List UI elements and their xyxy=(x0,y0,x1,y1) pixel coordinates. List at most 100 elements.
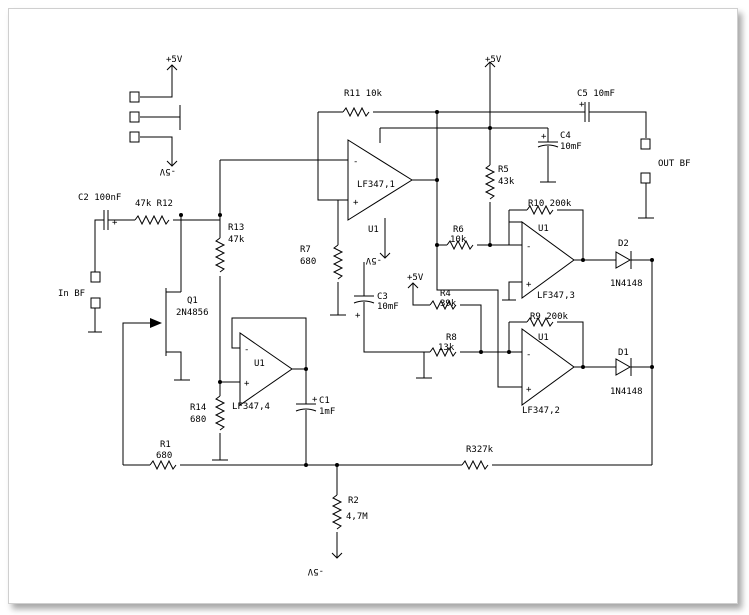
supply-pad-3 xyxy=(129,131,140,143)
opamp-u1-2 xyxy=(507,316,616,406)
u1-4-name: U1 xyxy=(254,359,265,369)
supply-pad-1 xyxy=(129,91,140,103)
c1-name: C1 xyxy=(319,396,330,406)
minus-u1-3: - xyxy=(526,242,531,252)
vminus-bottom: -5V xyxy=(307,566,324,576)
r1-val: 680 xyxy=(156,451,172,461)
c4-capacitor xyxy=(537,128,559,183)
r6-name: R6 xyxy=(453,225,464,235)
bottom-rail xyxy=(123,459,652,471)
d2-part: 1N4148 xyxy=(610,279,643,289)
left-supply-block xyxy=(129,64,181,167)
in-bf-pad-2 xyxy=(90,297,101,309)
u1-2-part: LF347,2 xyxy=(522,406,560,416)
r9-label: R9 200k xyxy=(530,312,569,322)
u1-2-name: U1 xyxy=(538,333,549,343)
r1-name: R1 xyxy=(160,440,171,450)
r11-resistor xyxy=(318,106,585,118)
r4-val: 39k xyxy=(440,299,457,309)
r11-label: R11 10k xyxy=(344,89,383,99)
r2-network xyxy=(331,465,343,559)
r4-network xyxy=(407,282,482,352)
u1-1-part: LF347,1 xyxy=(357,180,395,190)
plus-c1: + xyxy=(312,395,318,405)
r14-resistor xyxy=(212,382,228,461)
input-network xyxy=(88,210,222,333)
minus-u1-1: - xyxy=(353,157,358,167)
opamp-u1-3 xyxy=(502,204,616,301)
minus-u1-2: - xyxy=(526,350,531,360)
c3-capacitor xyxy=(353,262,430,353)
supply-pad-2 xyxy=(129,111,140,123)
plus-u1-4: + xyxy=(244,379,250,389)
vminus-label-left: -5V xyxy=(159,166,176,176)
r4-name: R4 xyxy=(440,289,451,299)
c4-val: 10mF xyxy=(560,142,582,152)
out-bf-label: OUT BF xyxy=(658,159,691,169)
vplus-label-mid: +5V xyxy=(407,273,424,283)
in-bf-label: In BF xyxy=(58,289,85,299)
minus-u1-4: - xyxy=(244,345,249,355)
plus-u1-2: + xyxy=(526,385,532,395)
plus-u1-3: + xyxy=(526,280,532,290)
r5-val: 43k xyxy=(498,177,515,187)
r6-network xyxy=(435,112,522,388)
plus-c5: + xyxy=(579,100,585,110)
r8-network xyxy=(416,346,522,379)
d2-name: D2 xyxy=(618,239,629,249)
opamp-u1-1 xyxy=(220,112,548,259)
out-bf-pad-1 xyxy=(640,138,651,150)
vminus-u1: -5V xyxy=(365,255,382,265)
r7-val: 680 xyxy=(300,257,316,267)
d1-diode xyxy=(615,358,654,376)
vplus-label-top-left: +5V xyxy=(166,55,183,65)
r13-name: R13 xyxy=(228,223,244,233)
plus-c3: + xyxy=(355,311,361,321)
u1-3-name: U1 xyxy=(538,224,549,234)
r14-name: R14 xyxy=(190,403,206,413)
c1-val: 1mF xyxy=(319,407,335,417)
d2-diode xyxy=(615,251,654,465)
plus-c2: + xyxy=(112,218,118,228)
r12-resistor xyxy=(134,214,170,226)
r3-resistor xyxy=(461,459,489,471)
in-bf-pad-1 xyxy=(90,271,101,283)
r5-network xyxy=(484,61,496,247)
c3-name: C3 xyxy=(377,292,388,302)
schematic-frame xyxy=(8,8,738,604)
d1-part: 1N4148 xyxy=(610,387,643,397)
c5-output xyxy=(584,102,654,219)
c3-val: 10mF xyxy=(377,302,399,312)
out-bf-pad-2 xyxy=(640,172,651,184)
plus-c4: + xyxy=(541,132,547,142)
r13-resistor xyxy=(214,160,226,384)
r3-label: R327k xyxy=(466,445,494,455)
r7-name: R7 xyxy=(300,245,311,255)
u1-3-part: LF347,3 xyxy=(537,291,575,301)
q1-name: Q1 xyxy=(187,296,198,306)
r14-val: 680 xyxy=(190,415,206,425)
c5-label: C5 10mF xyxy=(577,89,615,99)
r8-val: 13k xyxy=(438,343,455,353)
r1-resistor xyxy=(149,459,177,471)
plus-u1-1: + xyxy=(353,198,359,208)
u1-1-name: U1 xyxy=(368,225,379,235)
q1-jfet xyxy=(122,215,190,465)
r2-name: R2 xyxy=(348,496,359,506)
r5-name: R5 xyxy=(498,165,509,175)
c1-capacitor xyxy=(295,369,317,467)
r7-resistor xyxy=(330,244,346,316)
q1-part: 2N4856 xyxy=(176,308,209,318)
vplus-label-top-mid: +5V xyxy=(485,55,502,65)
r2-val: 4,7M xyxy=(346,512,368,522)
u1-4-part: LF347,4 xyxy=(232,402,270,412)
c4-name: C4 xyxy=(560,131,571,141)
c2-label: C2 100nF xyxy=(78,193,121,203)
r12-label: 47k R12 xyxy=(135,199,173,209)
r13-val: 47k xyxy=(228,235,245,245)
d1-name: D1 xyxy=(618,348,629,358)
r6-val: 10k xyxy=(450,235,467,245)
r10-label: R10 200k xyxy=(528,199,572,209)
r8-name: R8 xyxy=(446,333,457,343)
